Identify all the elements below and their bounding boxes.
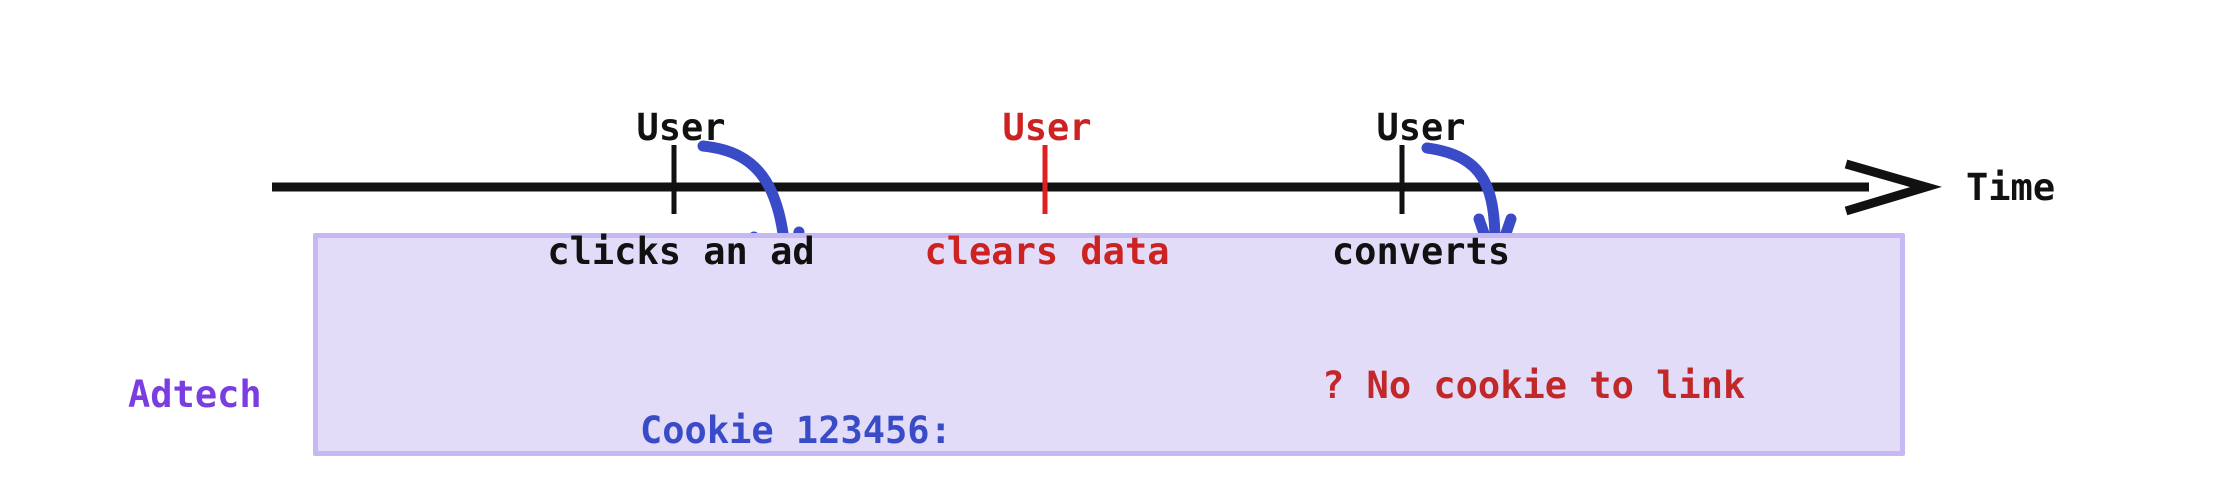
- adtech-server-band: [313, 233, 1905, 456]
- log-entry-no-conversion-line1: ? No cookie to link: [1322, 364, 1746, 408]
- event-label-user-clears-data-line1: User: [1002, 105, 1092, 149]
- event-label-user-clicks-ad-line1: User: [636, 105, 726, 149]
- event-label-user-clicks-ad-line2: clicks an ad: [547, 230, 815, 274]
- timeline-arrowhead-icon: [1844, 159, 1942, 216]
- adtech-server-row-label-line1: Adtech: [128, 373, 262, 417]
- log-entry-ad-clicked-line1: Cookie 123456:: [640, 409, 952, 453]
- connector-arrow-convert: [1421, 142, 1501, 258]
- event-label-user-converts-line1: User: [1376, 105, 1466, 149]
- log-entry-ad-clicked: Cookie 123456: Ad clicked: [640, 318, 952, 498]
- log-entry-no-conversion: ? No cookie to link this conversion to ⇒…: [1322, 273, 1745, 498]
- event-label-user-clears-data: User clears data: [924, 24, 1169, 356]
- event-label-user-converts: User converts: [1332, 24, 1510, 356]
- event-label-user-clears-data-line2: clears data: [924, 230, 1170, 274]
- event-label-user-converts-line2: converts: [1331, 230, 1511, 274]
- timeline-axis-label: Time: [1966, 166, 2056, 209]
- event-label-user-clicks-ad: User clicks an ad: [547, 24, 814, 356]
- adtech-server-row-label: Adtech server: [128, 282, 262, 498]
